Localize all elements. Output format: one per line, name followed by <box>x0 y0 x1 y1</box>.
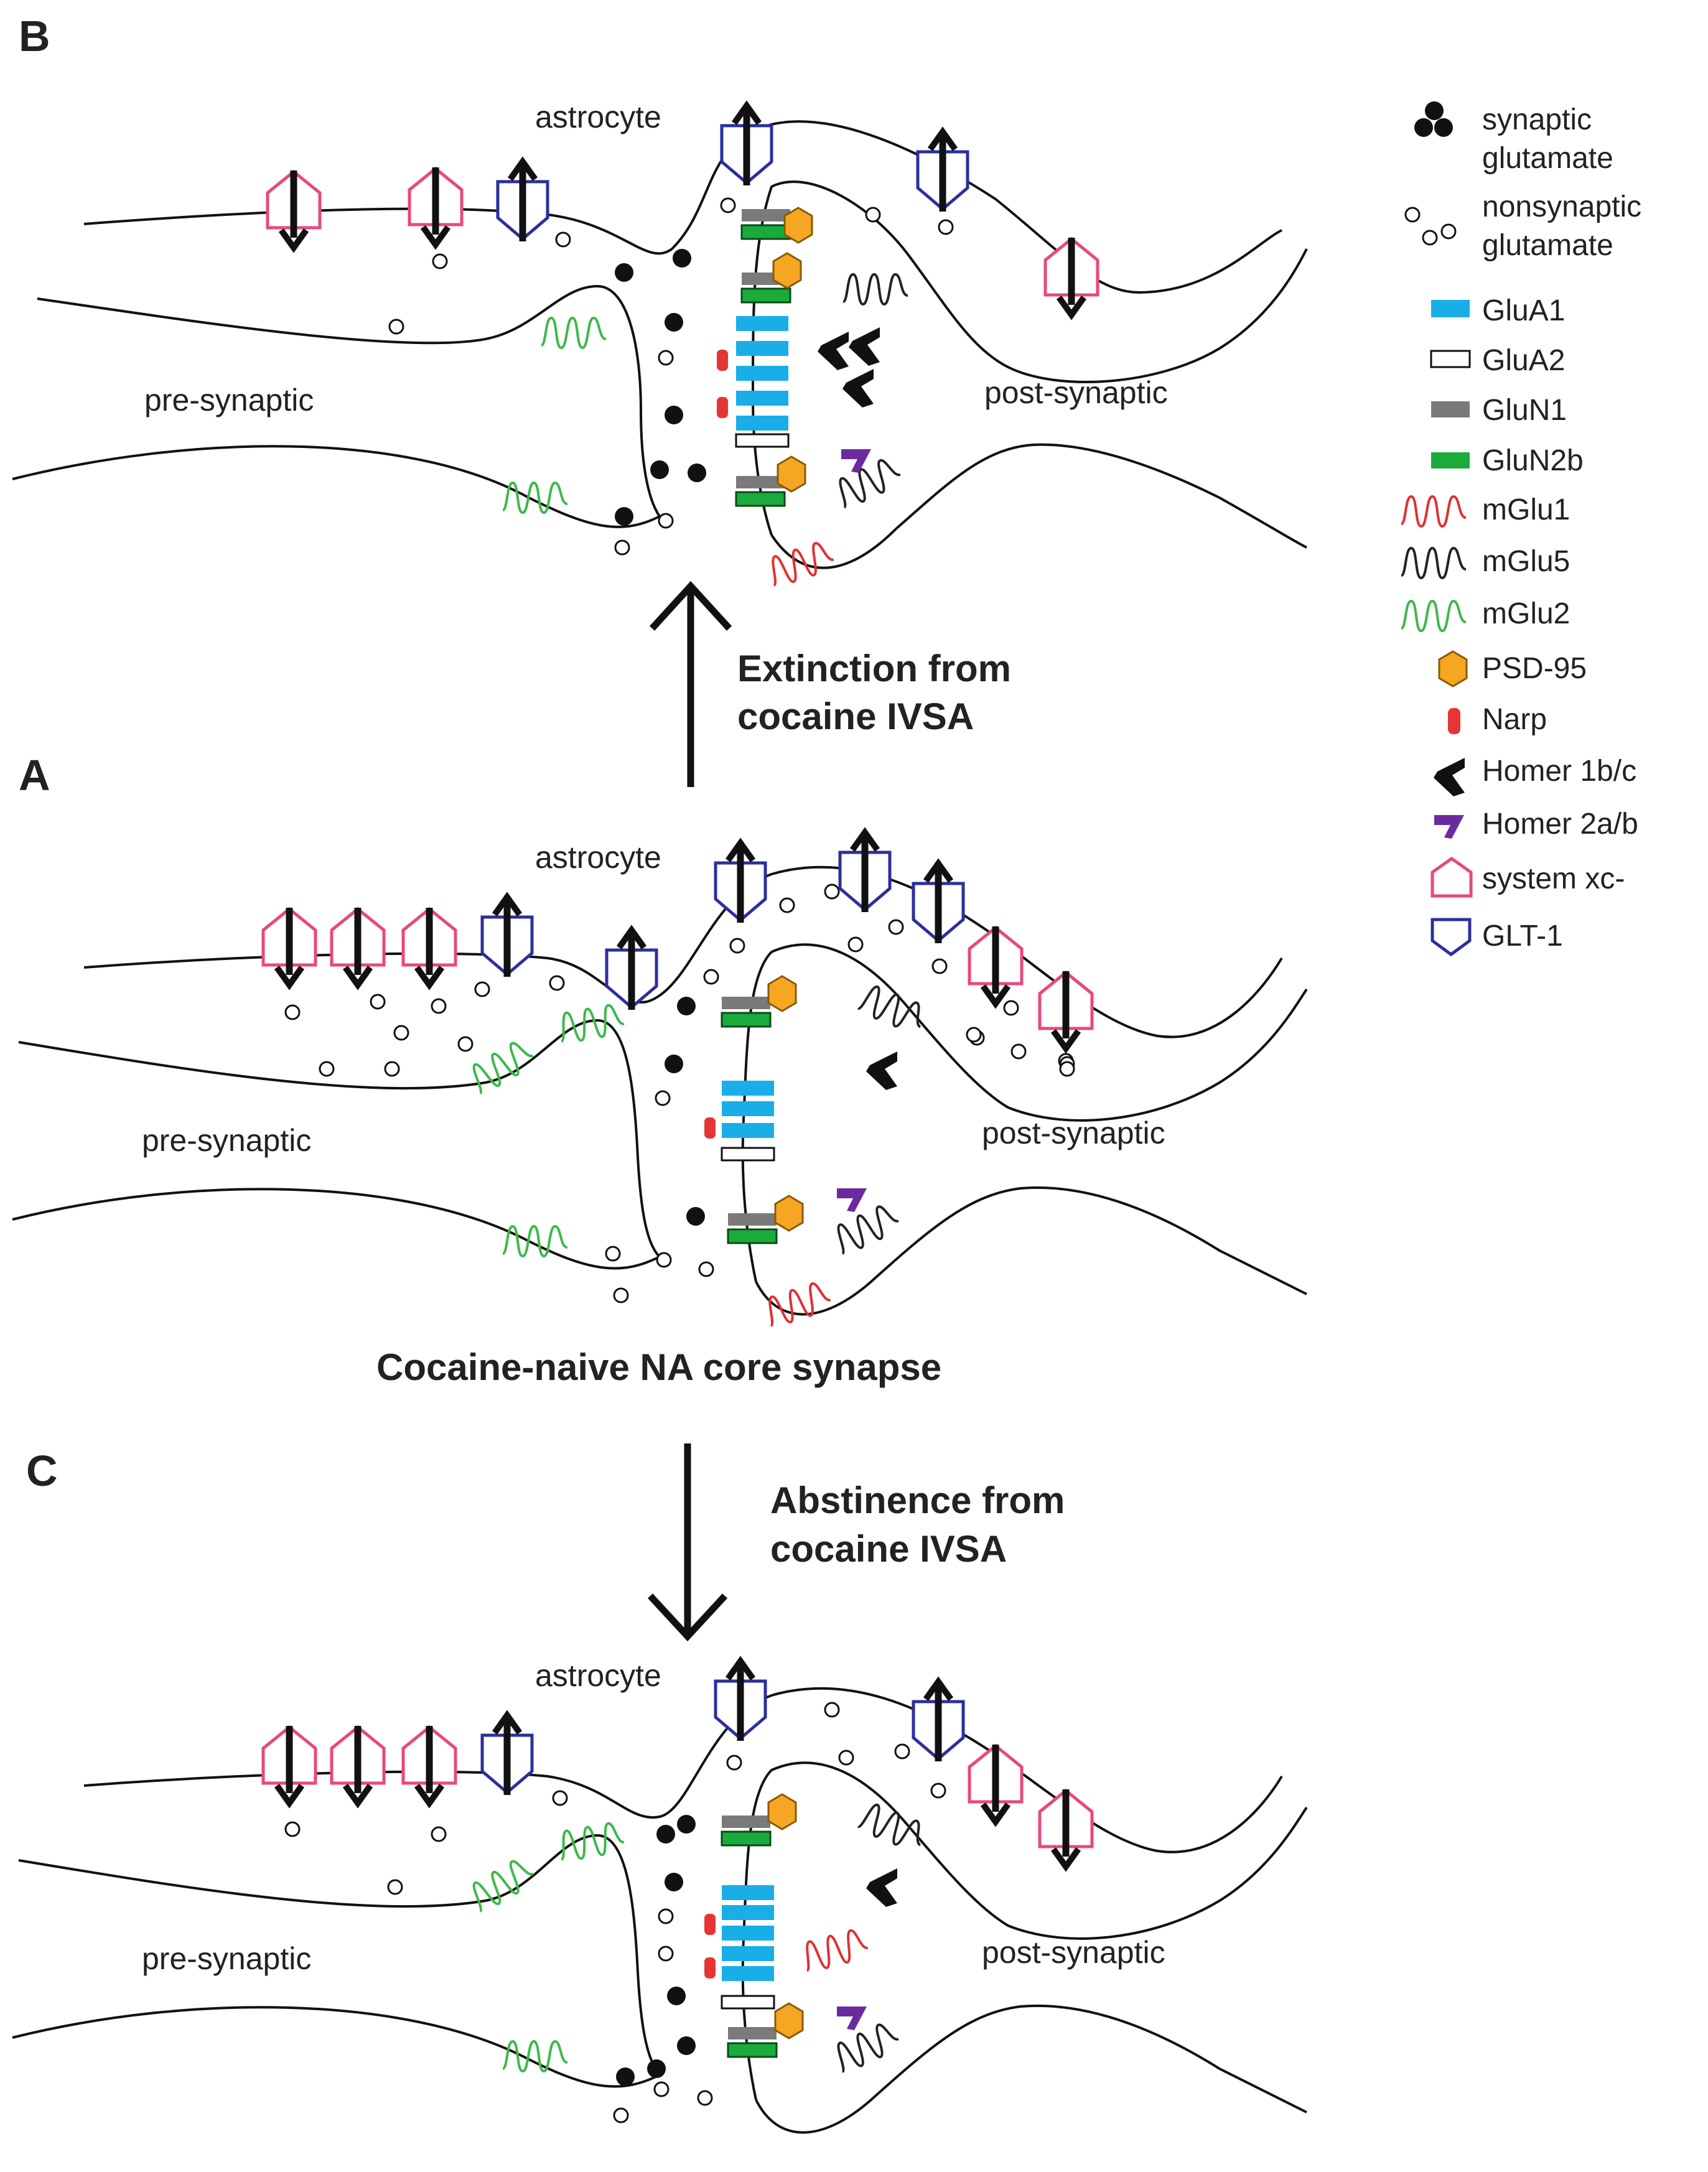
legend-mglu2: mGlu2 <box>1482 597 1570 630</box>
legend-mglu5: mGlu5 <box>1482 545 1570 578</box>
panel-a-receptors <box>465 975 930 1330</box>
legend-synaptic-glutamate: synaptic glutamate <box>1414 101 1613 175</box>
mglu5-icon <box>1400 547 1467 579</box>
panel-c-postsynaptic-label: post-synaptic <box>982 1935 1165 1970</box>
glun1-swatch <box>1431 401 1470 417</box>
system-xc-icon <box>263 1726 315 1803</box>
panel-a-membranes <box>12 865 1308 1316</box>
system-xc-icon <box>403 1726 455 1803</box>
legend-mglu1: mGlu1 <box>1482 493 1570 526</box>
abstinence-arrow: Abstinence from cocaine IVSA <box>647 1443 1065 1642</box>
legend-glun2b: GluN2b <box>1482 444 1584 477</box>
legend-nonsynaptic-line1: nonsynaptic <box>1482 190 1641 223</box>
glt1-icon <box>482 1715 532 1795</box>
legend-synaptic-line1: synaptic <box>1482 103 1592 136</box>
system-xc-icon <box>409 167 462 245</box>
legend-narp: Narp <box>1482 703 1547 736</box>
panel-a-label: A <box>19 751 50 799</box>
panel-a-presynaptic-label: pre-synaptic <box>142 1123 311 1158</box>
system-xc-legend-icon <box>1430 856 1473 898</box>
legend-glua1: GluA1 <box>1482 294 1565 327</box>
legend-glt1: GLT-1 <box>1482 920 1563 953</box>
panel-c-astrocyte-label: astrocyte <box>535 1658 661 1693</box>
panel-c-receptors <box>465 1793 930 2076</box>
legend-psd95: PSD-95 <box>1482 652 1587 685</box>
extinction-arrow: Extinction from cocaine IVSA <box>649 580 1011 787</box>
abstinence-label-line2: cocaine IVSA <box>770 1528 1007 1570</box>
glua1-swatch <box>1431 300 1470 317</box>
glua2-swatch <box>1430 350 1471 368</box>
legend-glua2: GluA2 <box>1482 344 1565 377</box>
glt1-icon <box>918 132 968 212</box>
legend-nonsynaptic-line2: glutamate <box>1482 229 1613 262</box>
glt1-icon <box>607 930 656 1010</box>
panel-c: C astrocyte pre-synaptic post-synaptic <box>12 1447 1308 2134</box>
system-xc-icon <box>969 1745 1022 1822</box>
system-xc-icon <box>1040 971 1092 1048</box>
glt1-icon <box>913 1682 963 1761</box>
panel-b-receptors <box>502 207 909 589</box>
panel-b-label: B <box>19 12 50 60</box>
homer1-icon <box>1434 758 1465 796</box>
glt1-legend-icon <box>1430 918 1472 957</box>
panel-a: A astrocyte pre-synaptic post-synaptic <box>12 751 1308 1388</box>
panel-b-transporters <box>268 106 1098 315</box>
panel-b-astrocyte-label: astrocyte <box>535 100 661 134</box>
system-xc-icon <box>1045 238 1098 315</box>
extinction-label-line1: Extinction from <box>737 648 1011 689</box>
glt1-icon <box>482 897 532 977</box>
glt1-icon <box>722 106 772 185</box>
glt1-icon <box>498 162 548 241</box>
panel-b-presynaptic-label: pre-synaptic <box>144 383 314 417</box>
legend-homer2: Homer 2a/b <box>1482 808 1638 841</box>
panel-c-label: C <box>26 1447 58 1495</box>
system-xc-icon <box>1040 1789 1092 1867</box>
system-xc-icon <box>969 926 1022 1004</box>
narp-icon <box>1448 708 1460 734</box>
system-xc-icon <box>268 170 320 248</box>
mglu1-icon <box>1400 495 1467 528</box>
homer2-icon <box>1434 815 1464 839</box>
panel-b-postsynaptic-label: post-synaptic <box>984 375 1168 410</box>
abstinence-label-line1: Abstinence from <box>770 1480 1065 1521</box>
legend-glun1: GluN1 <box>1482 394 1567 427</box>
system-xc-icon <box>403 908 455 985</box>
system-xc-icon <box>263 908 315 985</box>
legend-xc: system xc- <box>1482 862 1625 895</box>
panel-b-membranes <box>12 120 1308 569</box>
system-xc-icon <box>332 1726 384 1803</box>
glt1-icon <box>840 832 890 912</box>
glun2b-swatch <box>1431 452 1470 468</box>
psd95-icon <box>1438 650 1468 687</box>
legend-homer1: Homer 1b/c <box>1482 755 1636 788</box>
mglu2-icon <box>1400 600 1467 632</box>
panel-a-caption: Cocaine-naive NA core synapse <box>376 1346 941 1388</box>
panel-b: B astrocyte pre-synaptic post-synaptic <box>12 12 1308 589</box>
glt1-icon <box>716 1661 765 1741</box>
panel-c-presynaptic-label: pre-synaptic <box>142 1941 311 1976</box>
glt1-icon <box>913 864 963 943</box>
extinction-label-line2: cocaine IVSA <box>737 696 974 737</box>
system-xc-icon <box>332 908 384 985</box>
panel-c-transporters <box>263 1661 1092 1867</box>
legend-nonsynaptic-glutamate: nonsynaptic glutamate <box>1404 190 1641 262</box>
legend-synaptic-line2: glutamate <box>1482 142 1613 175</box>
legend: synaptic glutamate nonsynaptic glutamate… <box>1400 101 1641 957</box>
panel-a-transporters <box>263 832 1092 1048</box>
panel-a-astrocyte-label: astrocyte <box>535 840 661 875</box>
